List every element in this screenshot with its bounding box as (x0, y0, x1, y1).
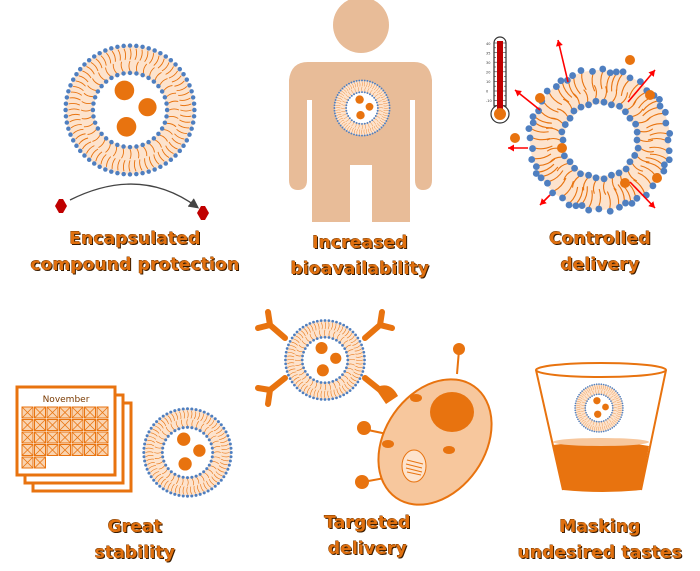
calendar-day-crossed (59, 431, 71, 444)
calendar-day-crossed (34, 456, 46, 469)
thermometer-scale-label: 10 (486, 80, 490, 84)
label-line-1: Encapsulated (69, 229, 201, 249)
calendar-day-crossed (21, 444, 34, 456)
panel-bioavailability: Increased bioavailability (260, 0, 460, 290)
release-arrow-icon (627, 69, 656, 103)
release-arrow-icon (629, 181, 656, 209)
panel-targeted: Targeted delivery (240, 300, 500, 571)
label-line-2: bioavailability (290, 259, 430, 279)
release-arrow-icon (539, 194, 551, 206)
calendar-day-crossed (71, 419, 84, 431)
label-stability: Great stability (80, 514, 190, 566)
calendar-day-crossed (84, 419, 96, 431)
cell-icon (355, 343, 493, 506)
antibody-icons (255, 309, 398, 407)
released-compound (510, 133, 520, 143)
released-compound (652, 173, 662, 183)
calendar-day-crossed (59, 419, 71, 431)
liposome-icon (574, 383, 624, 433)
label-targeted: Targeted delivery (300, 510, 435, 562)
released-compound (645, 90, 655, 100)
label-line-1: Masking (559, 517, 641, 537)
compound-hexagon-icon (197, 206, 209, 220)
calendar-day-crossed (21, 431, 34, 444)
release-arrow-icon (514, 89, 541, 111)
label-line-1: Targeted (324, 513, 411, 533)
released-compound (625, 55, 635, 65)
thermometer-scale-label: 35 (486, 52, 490, 56)
label-line-2: compound protection (30, 255, 240, 275)
calendar-day-crossed (96, 444, 109, 456)
calendar-day-crossed (34, 419, 46, 431)
liposome-icon (62, 42, 198, 178)
label-line-1: Controlled (549, 229, 651, 249)
calendar-day-crossed (71, 444, 84, 456)
panel-stability: November Great stability (0, 380, 240, 571)
calendar-day-crossed (46, 431, 59, 444)
calendar-day-crossed (84, 431, 96, 444)
calendar-day-crossed (46, 406, 59, 419)
label-line-1: Great (107, 517, 163, 537)
thermometer-scale-label: 0 (486, 90, 488, 94)
calendar-icon: November (15, 385, 133, 493)
leaky-liposome-icon (508, 39, 674, 215)
calendar-day-crossed (71, 431, 84, 444)
label-masking: Masking undesired tastes (510, 514, 690, 566)
calendar-day-crossed (96, 419, 109, 431)
calendar-day-crossed (21, 406, 34, 419)
panel-masking: Masking undesired tastes (500, 340, 700, 571)
human-body-icon (289, 0, 432, 222)
released-compound (535, 93, 545, 103)
label-controlled: Controlled delivery (515, 226, 685, 278)
calendar-month: November (43, 395, 90, 405)
calendar-day-crossed (59, 444, 71, 456)
calendar-day-crossed (96, 431, 109, 444)
protection-arrow-icon (55, 183, 209, 220)
calendar-day-crossed (46, 419, 59, 431)
label-line-2: stability (94, 543, 176, 563)
released-compound (557, 143, 567, 153)
thermometer-icon: 40 35 30 20 10 0 -10 (486, 36, 510, 124)
liposome-icon (333, 79, 391, 137)
liposome-icon (141, 406, 234, 499)
panel-controlled: 40 35 30 20 10 0 -10 Controlled delivery (460, 0, 700, 290)
label-line-2: delivery (560, 255, 640, 275)
calendar-day-crossed (34, 431, 46, 444)
thermometer-scale-label: 30 (486, 61, 490, 65)
calendar-day-crossed (84, 406, 96, 419)
calendar-day-crossed (34, 444, 46, 456)
calendar-day-crossed (34, 406, 46, 419)
thermometer-scale-label: 20 (486, 71, 490, 75)
thermometer-scale-label: 40 (486, 42, 490, 46)
calendar-day-crossed (21, 456, 34, 469)
release-arrow-icon (555, 39, 569, 83)
calendar-day-crossed (96, 406, 109, 419)
label-protection: Encapsulated compound protection (0, 226, 270, 278)
label-line-2: delivery (327, 539, 408, 559)
compound-hexagon-icon (55, 199, 67, 213)
panel-protection: Encapsulated compound protection (0, 0, 240, 290)
label-bioavailability: Increased bioavailability (260, 230, 460, 282)
label-line-2: undesired tastes (517, 543, 683, 563)
thermometer-scale-label: -10 (486, 99, 492, 103)
label-line-1: Increased (312, 233, 408, 253)
glass-icon (535, 362, 667, 492)
release-arrow-icon (508, 144, 528, 152)
calendar-day-crossed (71, 406, 84, 419)
calendar-day-crossed (46, 444, 59, 456)
calendar-day-crossed (59, 406, 71, 419)
released-compound (620, 178, 630, 188)
calendar-day-crossed (21, 419, 34, 431)
calendar-day-crossed (84, 444, 96, 456)
